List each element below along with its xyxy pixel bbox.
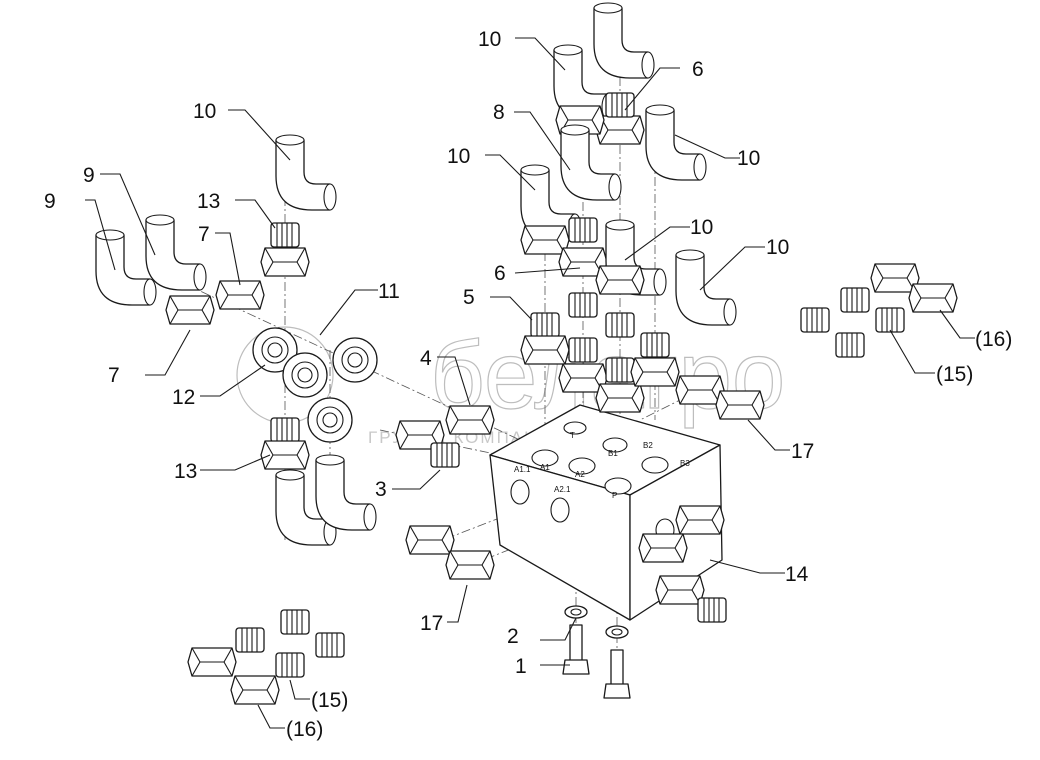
callout-9-left: 9 <box>44 190 56 213</box>
callout-5: 5 <box>463 286 475 309</box>
callout-16-right: (16) <box>975 328 1012 351</box>
port-hole <box>604 477 632 495</box>
port-label-b2: B2 <box>643 441 653 450</box>
callout-10-center-right: 10 <box>690 216 713 239</box>
callout-17-right: 17 <box>791 440 814 463</box>
port-hole <box>550 497 570 523</box>
callout-9-right: 9 <box>83 164 95 187</box>
leader-lines <box>85 37 975 729</box>
callout-13-upper: 13 <box>197 190 220 213</box>
port-label-a1: A1 <box>540 463 550 472</box>
callout-7-upper: 7 <box>198 223 210 246</box>
callout-10-upper-right: 10 <box>737 147 760 170</box>
callout-labels: 1 2 3 4 5 6 6 7 7 8 9 9 10 10 10 10 10 1… <box>44 28 1012 741</box>
callout-11: 11 <box>378 280 400 303</box>
callout-10-middle: 10 <box>447 145 470 168</box>
callout-7-lower: 7 <box>108 364 120 387</box>
callout-17-lower: 17 <box>420 612 443 635</box>
callout-6-upper: 6 <box>692 58 704 81</box>
callout-8: 8 <box>493 101 505 124</box>
manifold-block: A1.1 A2.1 A1 A2 P B1 B2 B3 T <box>489 404 723 621</box>
bolts-and-washers <box>562 605 631 699</box>
callout-10-left: 10 <box>193 100 216 123</box>
port-label-a2: A2 <box>575 470 585 479</box>
port-hole <box>531 449 559 467</box>
port-hole <box>641 456 669 474</box>
callout-13-lower: 13 <box>174 460 197 483</box>
callout-15-right: (15) <box>936 363 973 386</box>
callout-4: 4 <box>420 347 432 370</box>
port-hole <box>602 437 628 453</box>
right-quick-couplings <box>800 263 958 358</box>
port-label-t: T <box>570 431 575 440</box>
callout-10-top: 10 <box>478 28 501 51</box>
port-hole <box>563 421 587 435</box>
port-label-b3: B3 <box>680 459 690 468</box>
callout-2: 2 <box>507 625 519 648</box>
callout-3: 3 <box>375 478 387 501</box>
port-hole <box>568 457 596 475</box>
callout-16-lower: (16) <box>286 718 323 741</box>
callout-10-far-right: 10 <box>766 236 789 259</box>
callout-1: 1 <box>515 655 527 678</box>
callout-14: 14 <box>785 563 809 586</box>
port-label-b1: B1 <box>608 449 618 458</box>
port-hole <box>510 479 530 505</box>
port-label-a21: A2.1 <box>554 485 571 494</box>
callout-6-lower: 6 <box>494 262 506 285</box>
port-label-a11: A1.1 <box>514 465 531 474</box>
callout-12: 12 <box>172 386 195 409</box>
port-label-p: P <box>612 491 617 500</box>
callout-15-lower: (15) <box>311 689 348 712</box>
